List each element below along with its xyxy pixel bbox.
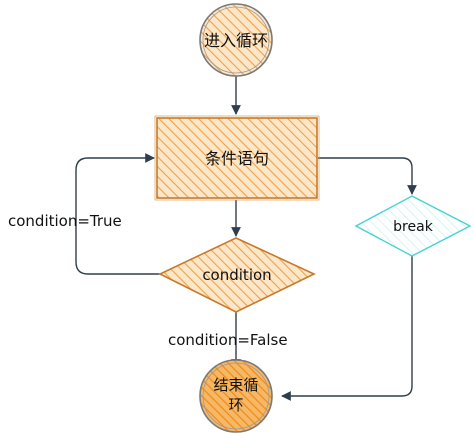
edge-condition-loop-true xyxy=(75,153,160,275)
end-node-label-line2: 环 xyxy=(228,396,243,414)
edges xyxy=(75,76,417,401)
edge-label-true: condition=True xyxy=(8,212,122,230)
edge-statement-to-break xyxy=(318,157,417,195)
start-node[interactable]: 进入循环 xyxy=(199,3,273,77)
edge-break-to-end xyxy=(281,256,413,401)
start-node-label: 进入循环 xyxy=(204,31,268,50)
break-node-label: break xyxy=(393,219,434,235)
condition-node-label: condition xyxy=(202,266,271,284)
break-node[interactable]: break xyxy=(354,195,472,257)
statement-node-label: 条件语句 xyxy=(205,149,269,168)
condition-node[interactable]: condition xyxy=(158,237,316,313)
statement-node[interactable]: 条件语句 xyxy=(154,115,320,201)
end-node[interactable]: 结束循 环 xyxy=(199,359,273,433)
edge-label-false: condition=False xyxy=(168,331,288,349)
end-node-label-line1: 结束循 xyxy=(213,376,258,394)
